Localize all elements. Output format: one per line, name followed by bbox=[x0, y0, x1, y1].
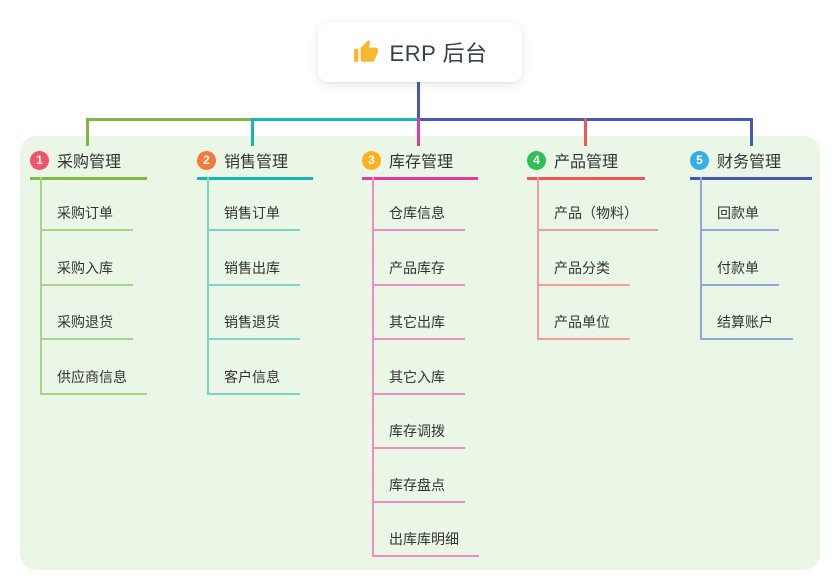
drop-line-purchase bbox=[86, 118, 89, 146]
branch-label-finance: 财务管理 bbox=[717, 154, 782, 171]
children-rail-product bbox=[537, 177, 539, 340]
children-rail-sales bbox=[207, 177, 209, 395]
child-node-outbound-detail[interactable]: 出库库明细 bbox=[372, 529, 479, 557]
branch-label-product: 产品管理 bbox=[554, 154, 619, 171]
child-node-supplier-info[interactable]: 供应商信息 bbox=[40, 367, 147, 395]
branch-node-finance[interactable]: 5 财务管理 bbox=[690, 149, 812, 180]
child-node-purchase-inbound[interactable]: 采购入库 bbox=[40, 258, 133, 286]
child-node-warehouse-info[interactable]: 仓库信息 bbox=[372, 203, 465, 231]
root-node-label: ERP 后台 bbox=[389, 41, 488, 66]
thumbs-up-icon bbox=[353, 39, 379, 65]
child-node-sales-order[interactable]: 销售订单 bbox=[207, 203, 300, 231]
drop-line-inventory bbox=[417, 118, 420, 146]
bus-segment-purchase bbox=[87, 118, 252, 121]
children-rail-inventory bbox=[372, 177, 374, 557]
child-node-product-material[interactable]: 产品（物料） bbox=[537, 203, 658, 231]
child-node-sales-return[interactable]: 销售退货 bbox=[207, 312, 300, 340]
branch-label-inventory: 库存管理 bbox=[389, 154, 454, 171]
branch-node-purchase[interactable]: 1 采购管理 bbox=[30, 149, 147, 180]
child-node-other-inbound[interactable]: 其它入库 bbox=[372, 367, 465, 395]
branch-node-sales[interactable]: 2 销售管理 bbox=[197, 149, 313, 180]
child-node-settlement-account[interactable]: 结算账户 bbox=[700, 312, 793, 340]
branch-label-purchase: 采购管理 bbox=[57, 154, 122, 171]
children-rail-finance bbox=[700, 177, 702, 340]
child-node-product-unit[interactable]: 产品单位 bbox=[537, 312, 630, 340]
child-node-stock-count[interactable]: 库存盘点 bbox=[372, 475, 465, 503]
branch-number-badge: 5 bbox=[690, 150, 709, 170]
child-node-payment-bill[interactable]: 付款单 bbox=[700, 258, 779, 286]
branch-node-inventory[interactable]: 3 库存管理 bbox=[362, 149, 478, 180]
branch-node-product[interactable]: 4 产品管理 bbox=[527, 149, 645, 180]
drop-line-finance bbox=[750, 118, 753, 146]
branch-number-badge: 4 bbox=[527, 150, 546, 170]
child-node-customer-info[interactable]: 客户信息 bbox=[207, 367, 300, 395]
child-node-receipt-bill[interactable]: 回款单 bbox=[700, 203, 779, 231]
children-rail-purchase bbox=[40, 177, 42, 395]
child-node-purchase-return[interactable]: 采购退货 bbox=[40, 312, 133, 340]
child-node-stock-transfer[interactable]: 库存调拨 bbox=[372, 421, 465, 449]
drop-line-sales bbox=[251, 118, 254, 146]
branch-label-sales: 销售管理 bbox=[224, 154, 289, 171]
branch-number-badge: 1 bbox=[30, 150, 49, 170]
root-node[interactable]: ERP 后台 bbox=[318, 22, 522, 82]
child-node-purchase-order[interactable]: 采购订单 bbox=[40, 203, 133, 231]
child-node-other-outbound[interactable]: 其它出库 bbox=[372, 312, 465, 340]
root-connector-line bbox=[417, 82, 420, 119]
child-node-product-stock[interactable]: 产品库存 bbox=[372, 258, 465, 286]
branch-number-badge: 2 bbox=[197, 150, 216, 170]
branch-number-badge: 3 bbox=[362, 150, 381, 170]
drop-line-product bbox=[584, 118, 587, 146]
bus-segment-sales bbox=[252, 118, 418, 121]
child-node-product-category[interactable]: 产品分类 bbox=[537, 258, 630, 286]
branches-panel bbox=[20, 136, 820, 570]
child-node-sales-outbound[interactable]: 销售出库 bbox=[207, 258, 300, 286]
